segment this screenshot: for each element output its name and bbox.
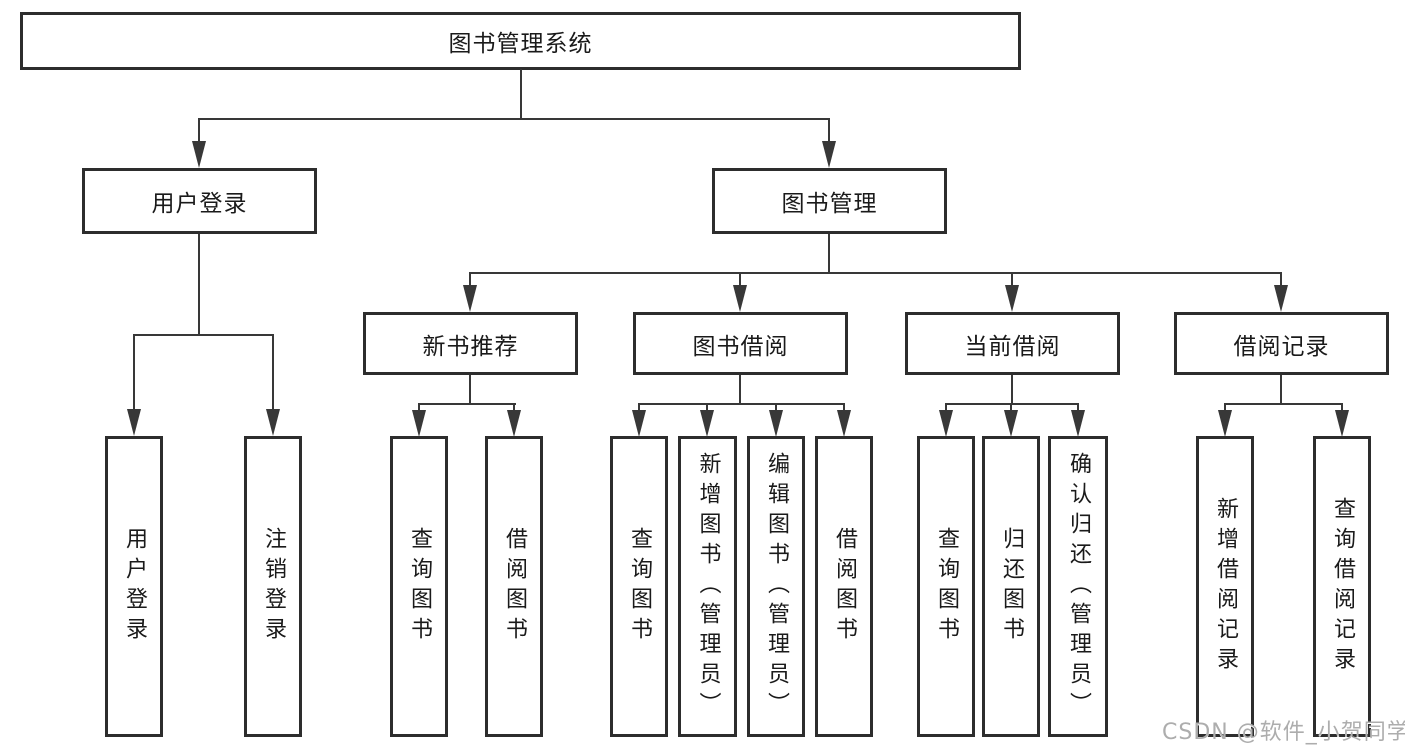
connector-line xyxy=(520,69,522,119)
node-new-book-recommend: 新书推荐 xyxy=(363,312,578,375)
node-book-borrow: 图书借阅 xyxy=(633,312,848,375)
arrow-down-icon xyxy=(127,409,141,436)
node-root-label: 图书管理系统 xyxy=(448,31,593,57)
arrow-down-icon xyxy=(463,285,477,312)
connector-line xyxy=(843,403,845,411)
leaf-user-login: 用户登录 xyxy=(105,436,163,737)
connector-line xyxy=(133,334,135,410)
connector-line xyxy=(828,234,830,274)
leaf-user-login-label: 用户登录 xyxy=(122,526,147,647)
leaf-query-borrow-record-label: 查询借阅记录 xyxy=(1330,496,1355,677)
arrow-down-icon xyxy=(507,410,521,437)
arrow-down-icon xyxy=(733,285,747,312)
connector-line xyxy=(469,272,471,286)
leaf-borrow-books-1-label: 借阅图书 xyxy=(502,526,527,647)
leaf-query-books-1: 查询图书 xyxy=(390,436,448,737)
leaf-add-borrow-record-label: 新增借阅记录 xyxy=(1213,496,1238,677)
connector-line xyxy=(1341,403,1343,411)
connector-line xyxy=(706,403,708,411)
node-borrow-records-label: 借阅记录 xyxy=(1233,333,1330,360)
connector-line xyxy=(945,403,1079,405)
leaf-add-borrow-record: 新增借阅记录 xyxy=(1196,436,1254,737)
node-root: 图书管理系统 xyxy=(20,12,1021,70)
connector-line xyxy=(1280,375,1282,405)
arrow-down-icon xyxy=(1335,410,1349,437)
connector-line xyxy=(739,272,741,286)
arrow-down-icon xyxy=(1004,410,1018,437)
leaf-query-books-1-label: 查询图书 xyxy=(407,526,432,647)
connector-line xyxy=(945,403,947,411)
connector-line xyxy=(469,272,1282,274)
connector-line xyxy=(1011,272,1013,286)
node-current-borrow: 当前借阅 xyxy=(905,312,1120,375)
leaf-return-books-label: 归还图书 xyxy=(999,526,1024,647)
connector-line xyxy=(775,403,777,411)
connector-line xyxy=(638,403,640,411)
connector-line xyxy=(198,118,830,120)
connector-line xyxy=(828,118,830,142)
arrow-down-icon xyxy=(822,141,836,168)
arrow-down-icon xyxy=(1274,285,1288,312)
node-book-management: 图书管理 xyxy=(712,168,947,234)
leaf-query-books-2-label: 查询图书 xyxy=(627,526,652,647)
connector-line xyxy=(418,403,516,405)
connector-line xyxy=(272,334,274,410)
leaf-query-books-3: 查询图书 xyxy=(917,436,975,737)
connector-line xyxy=(1280,272,1282,286)
connector-line xyxy=(198,118,200,142)
connector-line xyxy=(198,234,200,336)
leaf-edit-books-admin: 编辑图书（管理员） xyxy=(747,436,805,737)
arrow-down-icon xyxy=(192,141,206,168)
connector-line xyxy=(1077,403,1079,411)
leaf-logout-label: 注销登录 xyxy=(261,526,286,647)
arrow-down-icon xyxy=(1071,410,1085,437)
connector-line xyxy=(638,403,845,405)
arrow-down-icon xyxy=(1218,410,1232,437)
arrow-down-icon xyxy=(837,410,851,437)
leaf-borrow-books-1: 借阅图书 xyxy=(485,436,543,737)
connector-line xyxy=(418,403,420,411)
node-new-book-recommend-label: 新书推荐 xyxy=(422,333,519,360)
arrow-down-icon xyxy=(1005,285,1019,312)
leaf-query-books-3-label: 查询图书 xyxy=(934,526,959,647)
arrow-down-icon xyxy=(769,410,783,437)
connector-line xyxy=(1224,403,1226,411)
arrow-down-icon xyxy=(632,410,646,437)
leaf-edit-books-admin-label: 编辑图书（管理员） xyxy=(764,451,789,722)
leaf-borrow-books-2: 借阅图书 xyxy=(815,436,873,737)
arrow-down-icon xyxy=(266,409,280,436)
leaf-add-books-admin-label: 新增图书（管理员） xyxy=(695,451,721,722)
arrow-down-icon xyxy=(412,410,426,437)
leaf-borrow-books-2-label: 借阅图书 xyxy=(832,526,857,647)
leaf-add-books-admin: 新增图书（管理员） xyxy=(678,436,737,737)
node-current-borrow-label: 当前借阅 xyxy=(964,333,1061,360)
connector-line xyxy=(1011,375,1013,405)
leaf-return-books: 归还图书 xyxy=(982,436,1040,737)
arrow-down-icon xyxy=(939,410,953,437)
connector-line xyxy=(1224,403,1343,405)
node-book-borrow-label: 图书借阅 xyxy=(692,333,789,360)
connector-line xyxy=(513,403,515,411)
leaf-confirm-return-admin-label: 确认归还（管理员） xyxy=(1066,451,1091,722)
connector-line xyxy=(1010,403,1012,411)
connector-line xyxy=(739,375,741,405)
node-borrow-records: 借阅记录 xyxy=(1174,312,1389,375)
node-user-login-label: 用户登录 xyxy=(151,191,248,217)
node-book-management-label: 图书管理 xyxy=(781,191,878,217)
leaf-query-books-2: 查询图书 xyxy=(610,436,668,737)
node-user-login: 用户登录 xyxy=(82,168,317,234)
connector-line xyxy=(133,334,274,336)
leaf-query-borrow-record: 查询借阅记录 xyxy=(1313,436,1371,737)
watermark: CSDN @软件_小贺同学 xyxy=(1162,720,1405,745)
arrow-down-icon xyxy=(700,410,714,437)
leaf-logout: 注销登录 xyxy=(244,436,302,737)
leaf-confirm-return-admin: 确认归还（管理员） xyxy=(1048,436,1108,737)
connector-line xyxy=(469,375,471,405)
